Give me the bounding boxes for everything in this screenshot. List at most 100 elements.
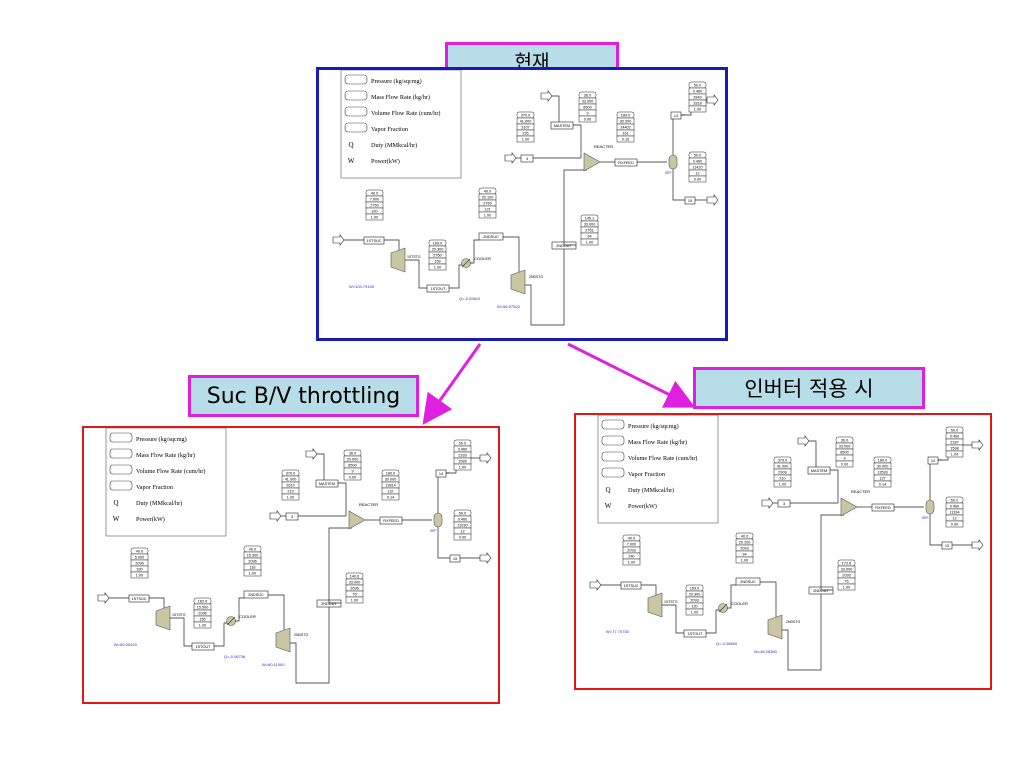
- out2-stack-value: 1.00: [351, 599, 358, 603]
- feed-arrow: [589, 579, 602, 591]
- stream3-stack-value: 41.000: [520, 120, 532, 124]
- diagram-throttling: Pressure (kg/sqcmg)Mass Flow Rate (kg/hr…: [82, 426, 500, 704]
- compressor-1st: [155, 605, 171, 631]
- suction-stack-cell: [365, 213, 384, 221]
- block-1stsuc: [128, 594, 150, 603]
- mixer-reactor: [348, 510, 366, 530]
- label-2ndstg: 2NDSTG: [786, 620, 800, 624]
- suction-stack-value: 1.00: [371, 216, 378, 220]
- label-cooler: COOLER: [239, 614, 256, 619]
- label-2ndstg: 2NDSTG: [294, 633, 308, 637]
- block-3-label: 3: [783, 502, 785, 506]
- stream3-stack-value: 226: [522, 132, 528, 136]
- legend-row-text: Pressure (kg/sqcmg): [371, 78, 422, 85]
- legend-row-text: Mass Flow Rate (kg/hr): [371, 94, 430, 101]
- block-15-label: 15: [453, 557, 457, 561]
- cooler-icon-slash: [718, 603, 728, 613]
- suc2-stack-cell: [243, 569, 262, 577]
- legend-symbol: Q: [605, 486, 610, 494]
- line-to-2ndsuc: [235, 597, 244, 622]
- suction-stack-cell: [622, 558, 641, 566]
- stream3-stack-value: 2909: [778, 471, 786, 475]
- line-sep-bottom: [672, 169, 685, 201]
- v15-stack-value: 50.0: [459, 512, 466, 516]
- out1-stack-value: 120: [691, 605, 697, 609]
- v14-stack-value: 50.0: [694, 84, 701, 88]
- v15-stack-value: 0.00: [694, 178, 701, 182]
- label-duty: Q=-0.08600: [716, 641, 738, 646]
- v15-stack-value: 12: [695, 172, 699, 176]
- suc2-stack-value: 1.00: [249, 572, 256, 576]
- suc2-stack-cell: [478, 211, 497, 219]
- suction-stack-value: 2760: [370, 204, 378, 208]
- v15-stack-value: 50.0: [694, 154, 701, 158]
- rx-stack-value: 30.000: [385, 478, 397, 482]
- block-14: [435, 469, 447, 478]
- suc2-stack-value: 121: [484, 208, 490, 212]
- stream3-stack-cell: [281, 493, 300, 501]
- liquid-out-arrow: [971, 539, 984, 551]
- out2-stack-value: 140.6: [350, 575, 360, 579]
- suction-stack-value: 320: [371, 210, 377, 214]
- suc2-stack-value: 2096: [248, 560, 256, 564]
- maste-stack-value: 8500: [840, 451, 848, 455]
- legend-row-text: Pressure (kg/sqcmg): [136, 436, 187, 443]
- suction-stack-value: 40.0: [136, 550, 143, 554]
- process-flow-inverter: Pressure (kg/sqcmg)Mass Flow Rate (kg/hr…: [589, 415, 984, 671]
- compressor-2nd: [275, 627, 291, 653]
- liquid-out-arrow: [479, 552, 492, 564]
- line-1st-out: [170, 617, 192, 647]
- label-suc-throttling: Suc B/V throttling: [188, 375, 419, 417]
- out2-stack-value: 145.1: [585, 217, 595, 221]
- suc2-stack-value: 15.300: [247, 554, 259, 558]
- label-power-1st: W=77.70730: [606, 629, 630, 634]
- feed-arrow: [97, 592, 110, 604]
- trapezoid-icon: [601, 451, 625, 462]
- rx-stack-value: 161: [622, 132, 628, 136]
- parallelogram-icon: [344, 122, 368, 133]
- block-maste-label: MASTEM: [811, 469, 827, 473]
- block-1stsuc-label: 1STSUC: [367, 239, 382, 243]
- legend-row-text: Duty (MMkcal/hr): [136, 500, 182, 507]
- block-rxfeed-label: RXFEED: [383, 519, 399, 523]
- stream3-stack-cell: [516, 135, 535, 143]
- block-2ndsuc: [735, 577, 761, 586]
- maste-stack-cell: [578, 115, 597, 123]
- out1-stack-value: 20.300: [432, 248, 444, 252]
- legend-symbol: W: [605, 502, 612, 510]
- label-duty: Q=-0.06736: [224, 654, 246, 659]
- maste-stack-value: 0.00: [841, 463, 848, 467]
- out1-stack-cell: [193, 621, 212, 629]
- rx-stack-value: 0.16: [622, 138, 629, 142]
- maste-arrow: [305, 448, 318, 460]
- rx-stack-cell: [381, 493, 400, 501]
- suction-stack-value: 1.00: [628, 561, 635, 565]
- block-15-label: 15: [945, 544, 949, 548]
- out2-stack-value: 33.000: [349, 581, 361, 585]
- out2-stack-value: 33.000: [584, 223, 596, 227]
- process-flow-throttling: Pressure (kg/sqcmg)Mass Flow Rate (kg/hr…: [97, 428, 492, 684]
- out2-stack-value: 94: [587, 235, 591, 239]
- rx-stack-value: 180.0: [878, 459, 888, 463]
- v14-stack-value: 1.00: [951, 453, 958, 457]
- v15-stack-value: 0.00: [459, 536, 466, 540]
- legend-row-text: Vapor Fraction: [628, 471, 665, 478]
- suction-stack-value: 7.000: [370, 198, 380, 202]
- rx-stack-value: 0.14: [879, 483, 886, 487]
- maste-stack-value: 9: [586, 112, 588, 116]
- label-sep: SEP: [430, 529, 436, 533]
- stream3-stack-value: 370.0: [286, 472, 296, 476]
- suc2-stack-cell: [735, 556, 754, 564]
- stream3-stack-value: 41.000: [777, 465, 789, 469]
- maste-stack-value: 8500: [583, 106, 591, 110]
- maste-line: [809, 440, 817, 470]
- rx-stack-value: 127: [879, 477, 885, 481]
- v15-stack-cell: [945, 520, 964, 528]
- compressor-2nd: [767, 614, 783, 640]
- v15-stack-value: 50.0: [951, 499, 958, 503]
- suction-stack-value: 40.0: [628, 537, 635, 541]
- v15-stack-value: 11420: [692, 166, 702, 170]
- legend-symbol: W: [348, 157, 355, 165]
- compressor-1st: [647, 592, 663, 618]
- block-maste: [807, 466, 831, 475]
